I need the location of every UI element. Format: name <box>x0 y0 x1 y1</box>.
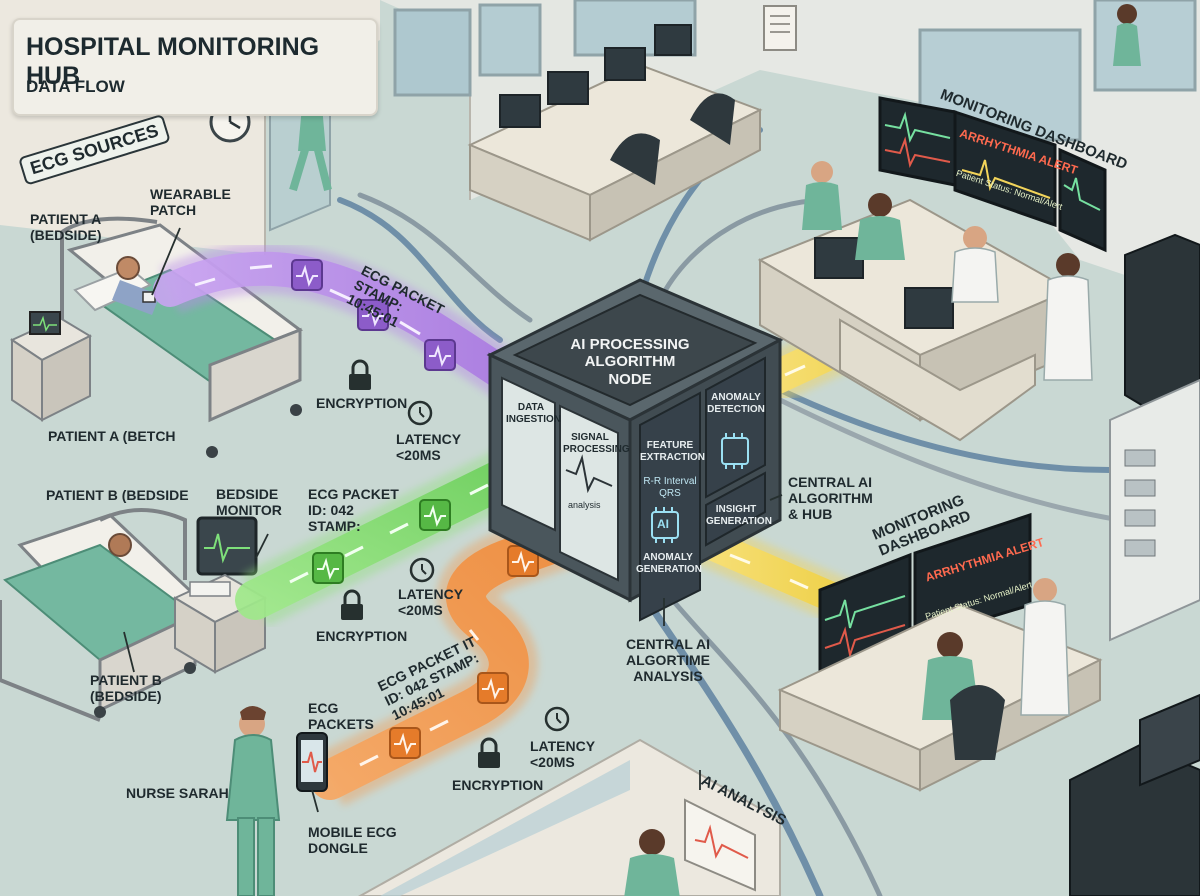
workstation-desk-top <box>467 24 763 242</box>
lock-icon <box>478 737 500 768</box>
bedside-cart-a <box>9 311 93 422</box>
module-anomaly-detection: ANOMALY DETECTION <box>707 392 765 415</box>
lock-icon <box>349 359 371 390</box>
module-feature-extraction: FEATURE EXTRACTION <box>640 440 705 463</box>
lock-icon <box>341 589 363 620</box>
module-signal-sub: analysis <box>568 500 601 510</box>
packet-b-latency: LATENCY <20ms <box>398 586 463 619</box>
packet-a-encryption: ENCRYPTION <box>316 395 408 411</box>
ai-chip-icon-detection <box>721 433 749 469</box>
server-racks <box>1069 233 1200 896</box>
mobile-ecg-dongle-label: MOBILE ECG DONGLE <box>308 824 397 857</box>
module-anomaly-generation: ANOMALY GENERATION <box>636 552 702 575</box>
stopwatch-icon <box>407 400 433 426</box>
title-card: HOSPITAL MONITORING HUB DATA FLOW <box>12 18 378 116</box>
wearable-patch-label: WEARABLE PATCH <box>150 186 231 219</box>
patient-b-label: PATIENT B (BEDSIDE <box>46 487 189 503</box>
ecg-flow-a <box>153 243 537 406</box>
bedside-monitor-label: BEDSIDE MONITOR <box>216 486 282 519</box>
ecg-flow-c <box>310 502 610 806</box>
ai-chip-icon <box>651 507 679 543</box>
patient-b-bottom-label: PATIENT B (BEDSIDE) <box>90 672 162 705</box>
packet-c-encryption: ENCRYPTION <box>452 777 544 793</box>
ai-processing-node <box>486 278 784 622</box>
packet-b-label: ECG PACKET ID: 042 STAMP: <box>308 486 399 535</box>
central-ai-hub-label: CENTRAL AI ALGORITHM & HUB <box>788 474 873 523</box>
module-feature-sub: R-R Interval QRS <box>643 476 697 499</box>
page-title: HOSPITAL MONITORING HUB <box>26 33 320 90</box>
bedside-monitor-cart <box>172 516 268 674</box>
ai-node-title: AI PROCESSING ALGORITHM NODE <box>570 336 690 388</box>
packet-a-latency: LATENCY <20ms <box>396 431 461 464</box>
module-signal-processing: SIGNAL PROCESSING <box>563 432 630 455</box>
monitoring-dashboard-top <box>878 96 1107 253</box>
nurses-station <box>757 161 1093 442</box>
stopwatch-icon <box>409 557 435 583</box>
module-ai-chip-label: AI <box>657 517 669 531</box>
nurse-sarah <box>225 706 328 896</box>
ai-analysis-room <box>357 738 781 896</box>
leader-lines <box>123 227 783 813</box>
nurse-sarah-label: NURSE SARAH <box>126 785 229 801</box>
ecg-packets-label: ECG PACKETS <box>308 700 374 733</box>
module-data-ingestion: DATA INGESTION <box>506 402 562 425</box>
monitoring-dashboard-bottom <box>777 512 1103 792</box>
bed-patient-b <box>0 508 203 722</box>
patient-a-label: PATIENT A (BEDSIDE) <box>30 211 102 244</box>
page-subtitle: DATA FLOW <box>26 77 125 96</box>
packet-c-latency: LATENCY <20ms <box>530 738 595 771</box>
patient-a-bottom-label: PATIENT A (BETCH <box>48 428 176 444</box>
central-ai-analysis-label: CENTRAL AI ALGORTIME ANALYSIS <box>626 636 710 685</box>
packet-b-encryption: ENCRYPTION <box>316 628 408 644</box>
stopwatch-icon <box>544 706 570 732</box>
module-insight-generation: INSIGHT GENERATION <box>706 504 772 527</box>
ecg-flow-b <box>235 438 550 627</box>
